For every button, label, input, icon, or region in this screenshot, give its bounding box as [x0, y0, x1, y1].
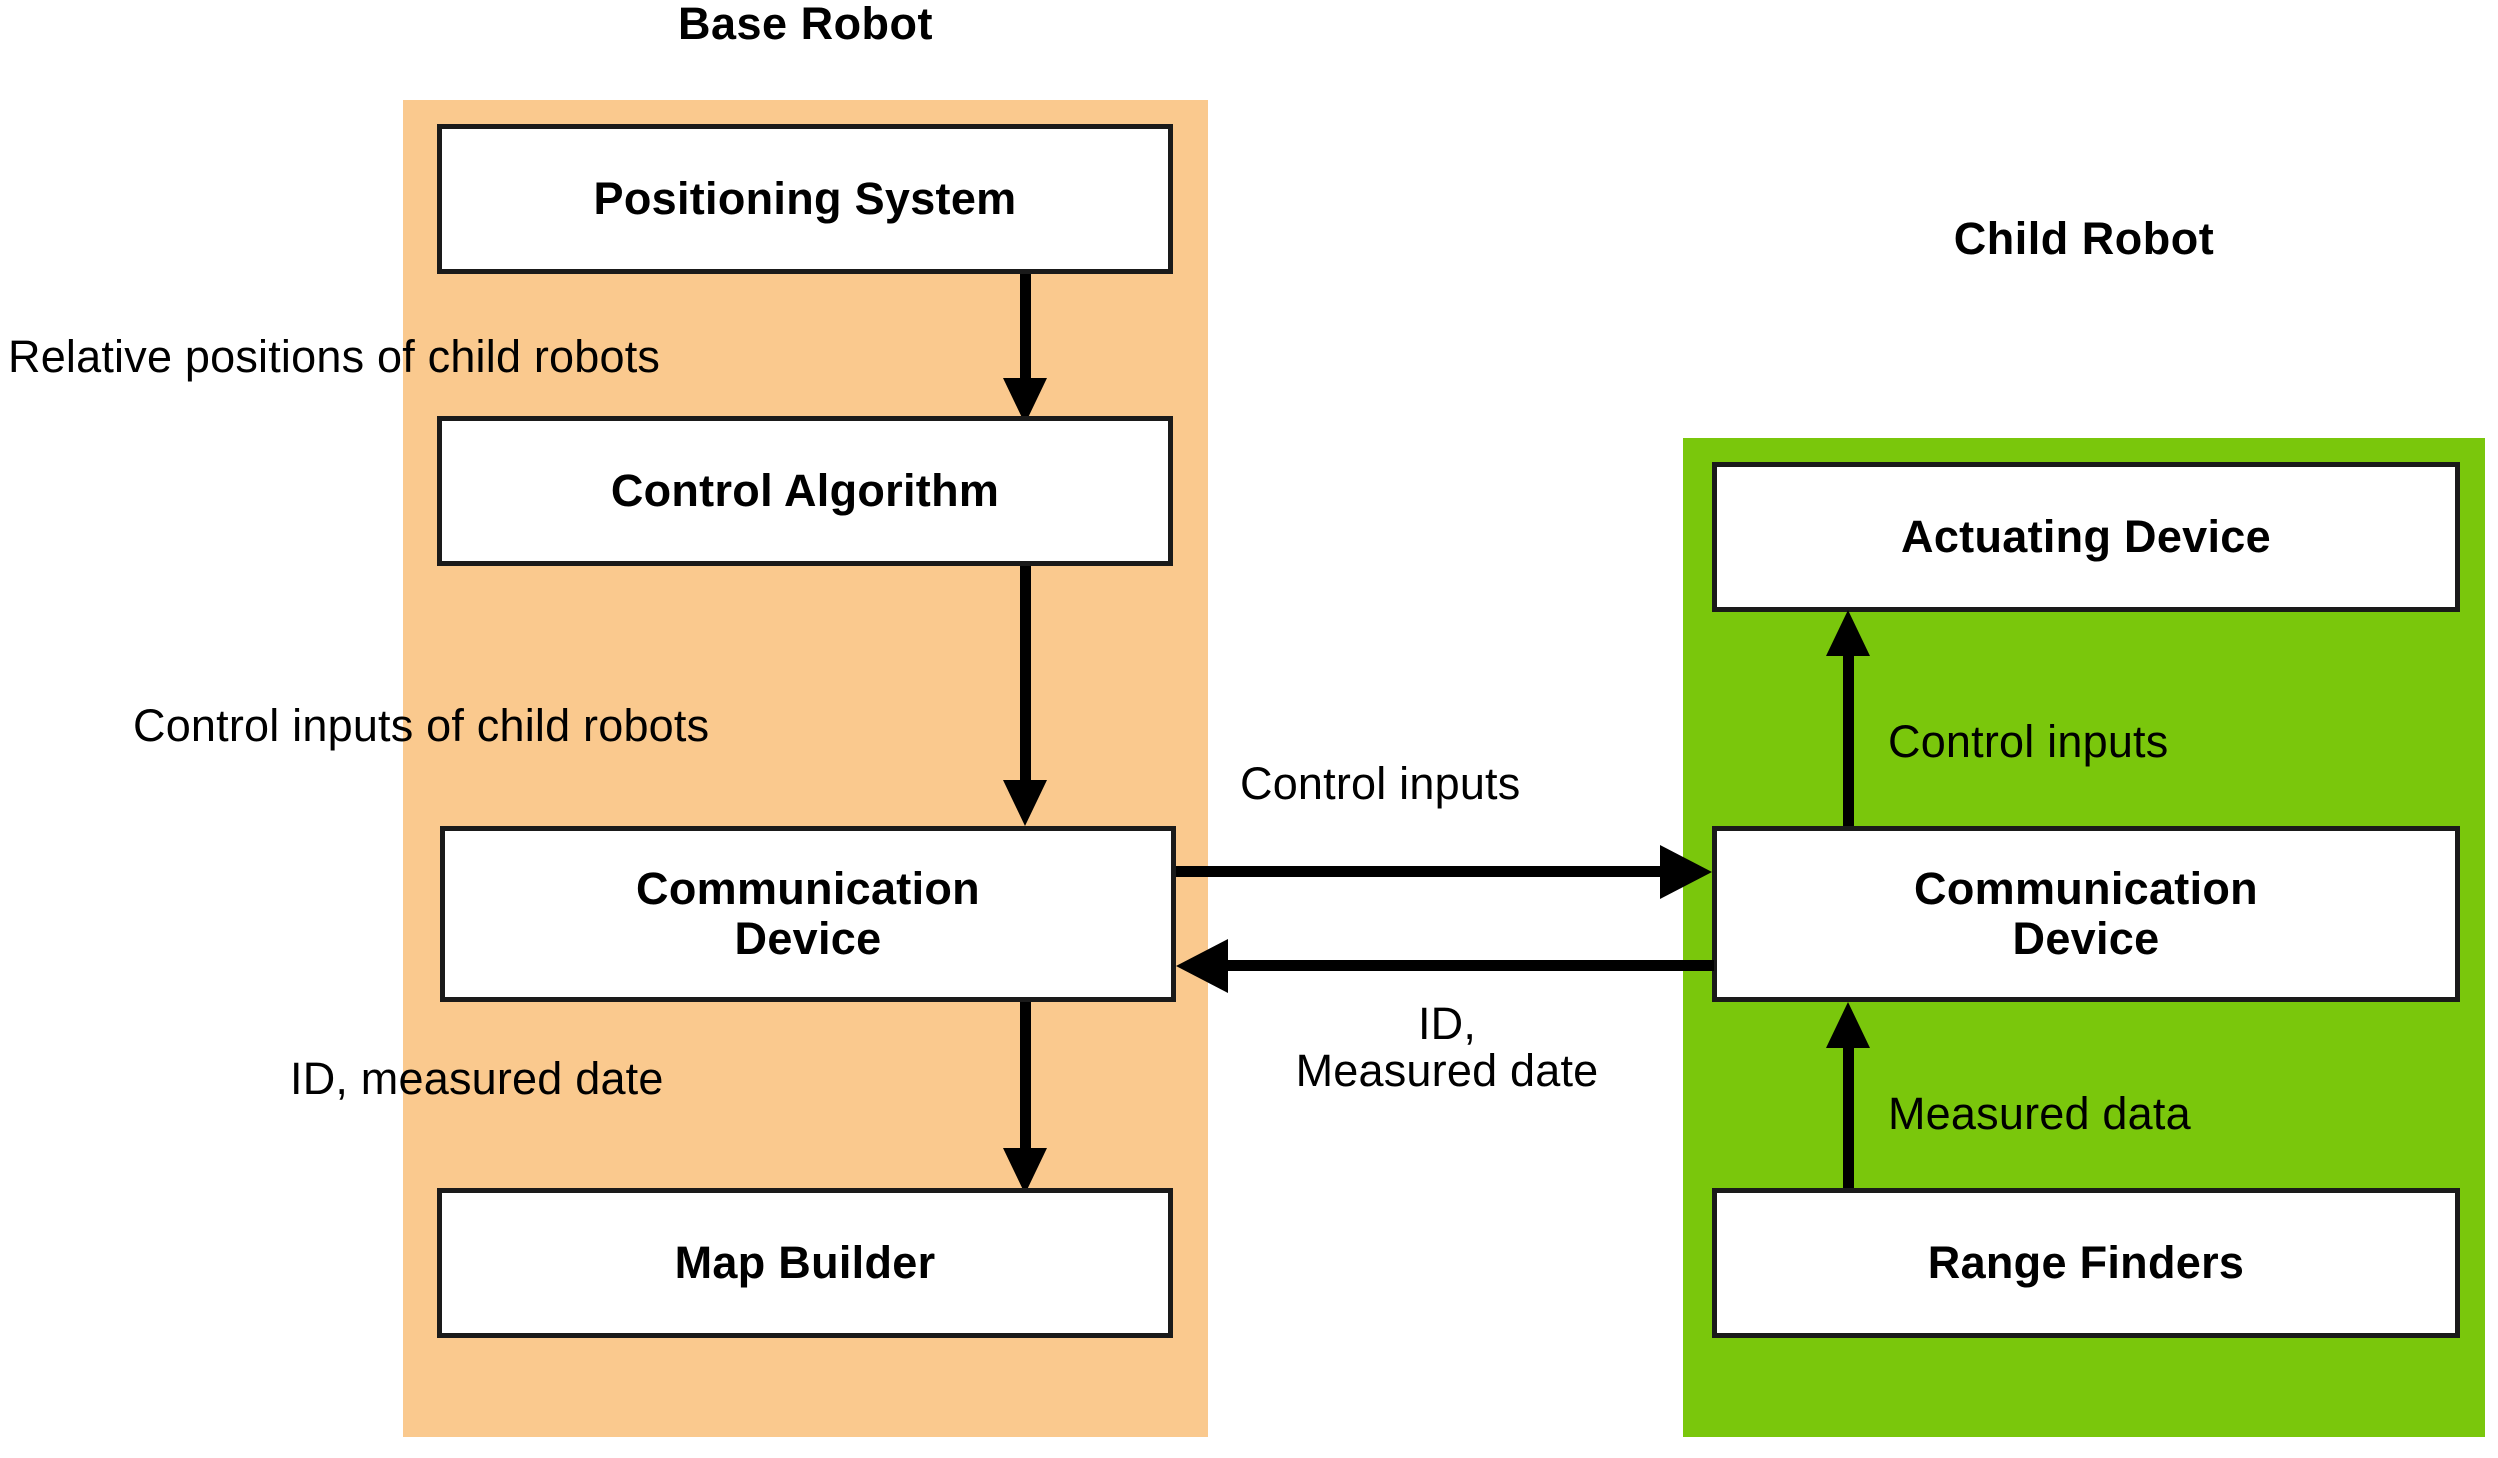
node-map-builder-label: Map Builder	[674, 1236, 936, 1288]
arrow-range-to-comm-shaft	[1843, 1030, 1854, 1188]
arrow-control-to-comm-shaft	[1020, 566, 1031, 784]
edge-label-relative-positions: Relative positions of child robots	[8, 331, 661, 382]
arrow-comm-to-map-head	[1003, 1148, 1047, 1194]
node-actuating-device: Actuating Device	[1712, 462, 2460, 612]
node-communication-device-child: Communication Device	[1712, 826, 2460, 1002]
arrow-child-to-base-head	[1176, 939, 1228, 993]
node-actuating-device-label: Actuating Device	[1901, 510, 2271, 562]
node-communication-device-child-label-2: Device	[2012, 913, 2160, 964]
arrow-base-to-child-head	[1660, 845, 1712, 899]
node-communication-device-base-lines: Communication Device	[636, 862, 980, 965]
node-range-finders-label: Range Finders	[1927, 1236, 2245, 1288]
arrow-positioning-to-control-shaft	[1020, 274, 1031, 384]
node-range-finders: Range Finders	[1712, 1188, 2460, 1338]
node-communication-device-base: Communication Device	[440, 826, 1176, 1002]
arrow-child-to-base-shaft	[1226, 960, 1714, 971]
node-communication-device-child-label-1: Communication	[1914, 862, 2258, 914]
child-robot-title: Child Robot	[1953, 213, 2215, 264]
edge-label-control-inputs-actuating: Control inputs	[1888, 716, 2169, 767]
arrow-comm-to-actuating-head	[1826, 610, 1870, 656]
arrow-range-to-comm-head	[1826, 1002, 1870, 1048]
node-control-algorithm: Control Algorithm	[437, 416, 1173, 566]
node-positioning-system-label: Positioning System	[593, 172, 1017, 224]
node-map-builder: Map Builder	[437, 1188, 1173, 1338]
arrow-control-to-comm-head	[1003, 780, 1047, 826]
arrow-base-to-child-shaft	[1176, 866, 1670, 877]
edge-label-id-measured-date-base: ID, measured date	[290, 1053, 664, 1104]
node-communication-device-child-lines: Communication Device	[1914, 862, 2258, 965]
edge-label-control-inputs-link: Control inputs	[1240, 758, 1521, 809]
edge-label-id-measured-date-link: ID, Measured date	[1232, 1000, 1662, 1095]
edge-label-measured-data: Measured data	[1888, 1088, 2191, 1139]
edge-label-control-inputs-of-child-robots: Control inputs of child robots	[133, 700, 710, 751]
arrow-comm-to-map-shaft	[1020, 1002, 1031, 1154]
edge-label-id-measured-date-link-line-1: ID,	[1417, 998, 1477, 1049]
node-control-algorithm-label: Control Algorithm	[610, 464, 1000, 516]
node-communication-device-base-label-2: Device	[734, 913, 882, 964]
edge-label-id-measured-date-link-line-2: Measured date	[1295, 1045, 1599, 1097]
node-positioning-system: Positioning System	[437, 124, 1173, 274]
node-communication-device-base-label-1: Communication	[636, 862, 980, 914]
arrow-comm-to-actuating-shaft	[1843, 654, 1854, 828]
base-robot-title: Base Robot	[677, 0, 934, 49]
